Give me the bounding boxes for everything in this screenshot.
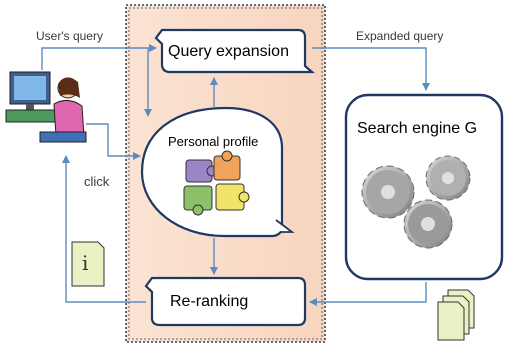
- personal-profile-label: Personal profile: [168, 134, 258, 149]
- re-ranking-label: Re-ranking: [170, 293, 248, 310]
- arrow-re-ranking-to-user: [62, 155, 146, 303]
- re-ranking-box: Re-ranking: [144, 276, 307, 327]
- puzzle-pieces-icon: [183, 150, 250, 216]
- arrow-search-to-re-ranking: [309, 282, 427, 306]
- svg-text:i: i: [82, 251, 88, 275]
- click-label: click: [84, 174, 110, 189]
- query-expansion-label: Query expansion: [168, 43, 289, 60]
- search-engine-label: Search engine G: [357, 120, 477, 137]
- expanded-query-label: Expanded query: [356, 29, 443, 43]
- arrow-user-to-query-expansion: [41, 44, 157, 70]
- users-query-label: User's query: [36, 29, 103, 43]
- arrow-query-expansion-to-search: [312, 47, 430, 91]
- search-engine-box: Search engine G: [344, 93, 504, 281]
- person-at-computer-icon: [5, 71, 87, 143]
- gears-icon: [361, 155, 471, 249]
- result-documents-icon: [437, 289, 475, 341]
- query-expansion-box: Query expansion: [154, 28, 315, 74]
- arrow-user-to-profile: [86, 123, 141, 160]
- info-document-icon: i: [71, 241, 105, 287]
- flow-arrows: [41, 44, 430, 306]
